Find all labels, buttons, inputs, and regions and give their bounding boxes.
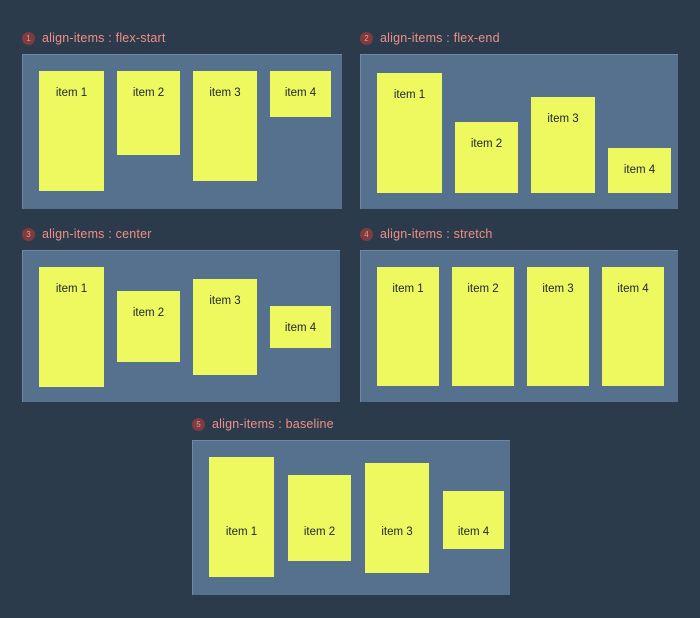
flex-item: item 4 — [270, 71, 331, 117]
flex-container: item 1 item 2 item 3 item 4 — [22, 250, 340, 402]
step-number-badge-icon: 2 — [360, 31, 373, 45]
panel-align-items-flex-start: 1 align-items : flex-start item 1 item 2… — [22, 29, 342, 209]
flex-container: item 1 item 2 item 3 item 4 — [22, 54, 342, 209]
flex-item: item 3 — [531, 97, 595, 193]
panel-title: align-items : flex-end — [380, 31, 500, 45]
flex-item: item 1 — [39, 71, 104, 191]
panel-title: align-items : flex-start — [42, 31, 166, 45]
panel-align-items-center: 3 align-items : center item 1 item 2 ite… — [22, 225, 340, 402]
panel-label-row: 4 align-items : stretch — [360, 225, 678, 243]
panel-label-row: 5 align-items : baseline — [192, 415, 510, 433]
flex-container: item 1 item 2 item 3 item 4 — [192, 440, 510, 595]
flex-item: item 4 — [602, 267, 664, 386]
flex-item: item 3 — [365, 463, 429, 573]
panel-title: align-items : baseline — [212, 417, 334, 431]
step-number-badge-icon: 1 — [22, 31, 35, 45]
panel-align-items-baseline: 5 align-items : baseline item 1 item 2 i… — [192, 415, 510, 595]
flex-container: item 1 item 2 item 3 item 4 — [360, 54, 678, 209]
flex-item: item 3 — [193, 278, 257, 375]
flex-item: item 3 — [527, 267, 589, 386]
step-number-badge-icon: 5 — [192, 417, 205, 431]
flex-item: item 3 — [193, 71, 257, 181]
panel-align-items-flex-end: 2 align-items : flex-end item 1 item 2 i… — [360, 29, 678, 209]
flex-item: item 2 — [117, 291, 180, 362]
flex-item: item 2 — [455, 122, 518, 193]
step-number-badge-icon: 3 — [22, 227, 35, 241]
flex-item: item 2 — [117, 71, 180, 155]
flex-container: item 1 item 2 item 3 item 4 — [360, 250, 678, 402]
panel-align-items-stretch: 4 align-items : stretch item 1 item 2 it… — [360, 225, 678, 402]
panel-label-row: 1 align-items : flex-start — [22, 29, 342, 47]
flex-item: item 1 — [39, 266, 104, 387]
flex-item: item 4 — [270, 305, 331, 348]
panel-label-row: 2 align-items : flex-end — [360, 29, 678, 47]
flex-item: item 4 — [608, 148, 671, 193]
panel-label-row: 3 align-items : center — [22, 225, 340, 243]
flex-item: item 2 — [452, 267, 514, 386]
panel-title: align-items : center — [42, 227, 152, 241]
flex-item: item 1 — [209, 457, 274, 577]
panel-title: align-items : stretch — [380, 227, 493, 241]
flex-item: item 1 — [377, 267, 439, 386]
flex-item: item 1 — [377, 73, 442, 193]
flex-item: item 2 — [288, 475, 351, 561]
flex-item: item 4 — [443, 491, 504, 549]
step-number-badge-icon: 4 — [360, 227, 373, 241]
